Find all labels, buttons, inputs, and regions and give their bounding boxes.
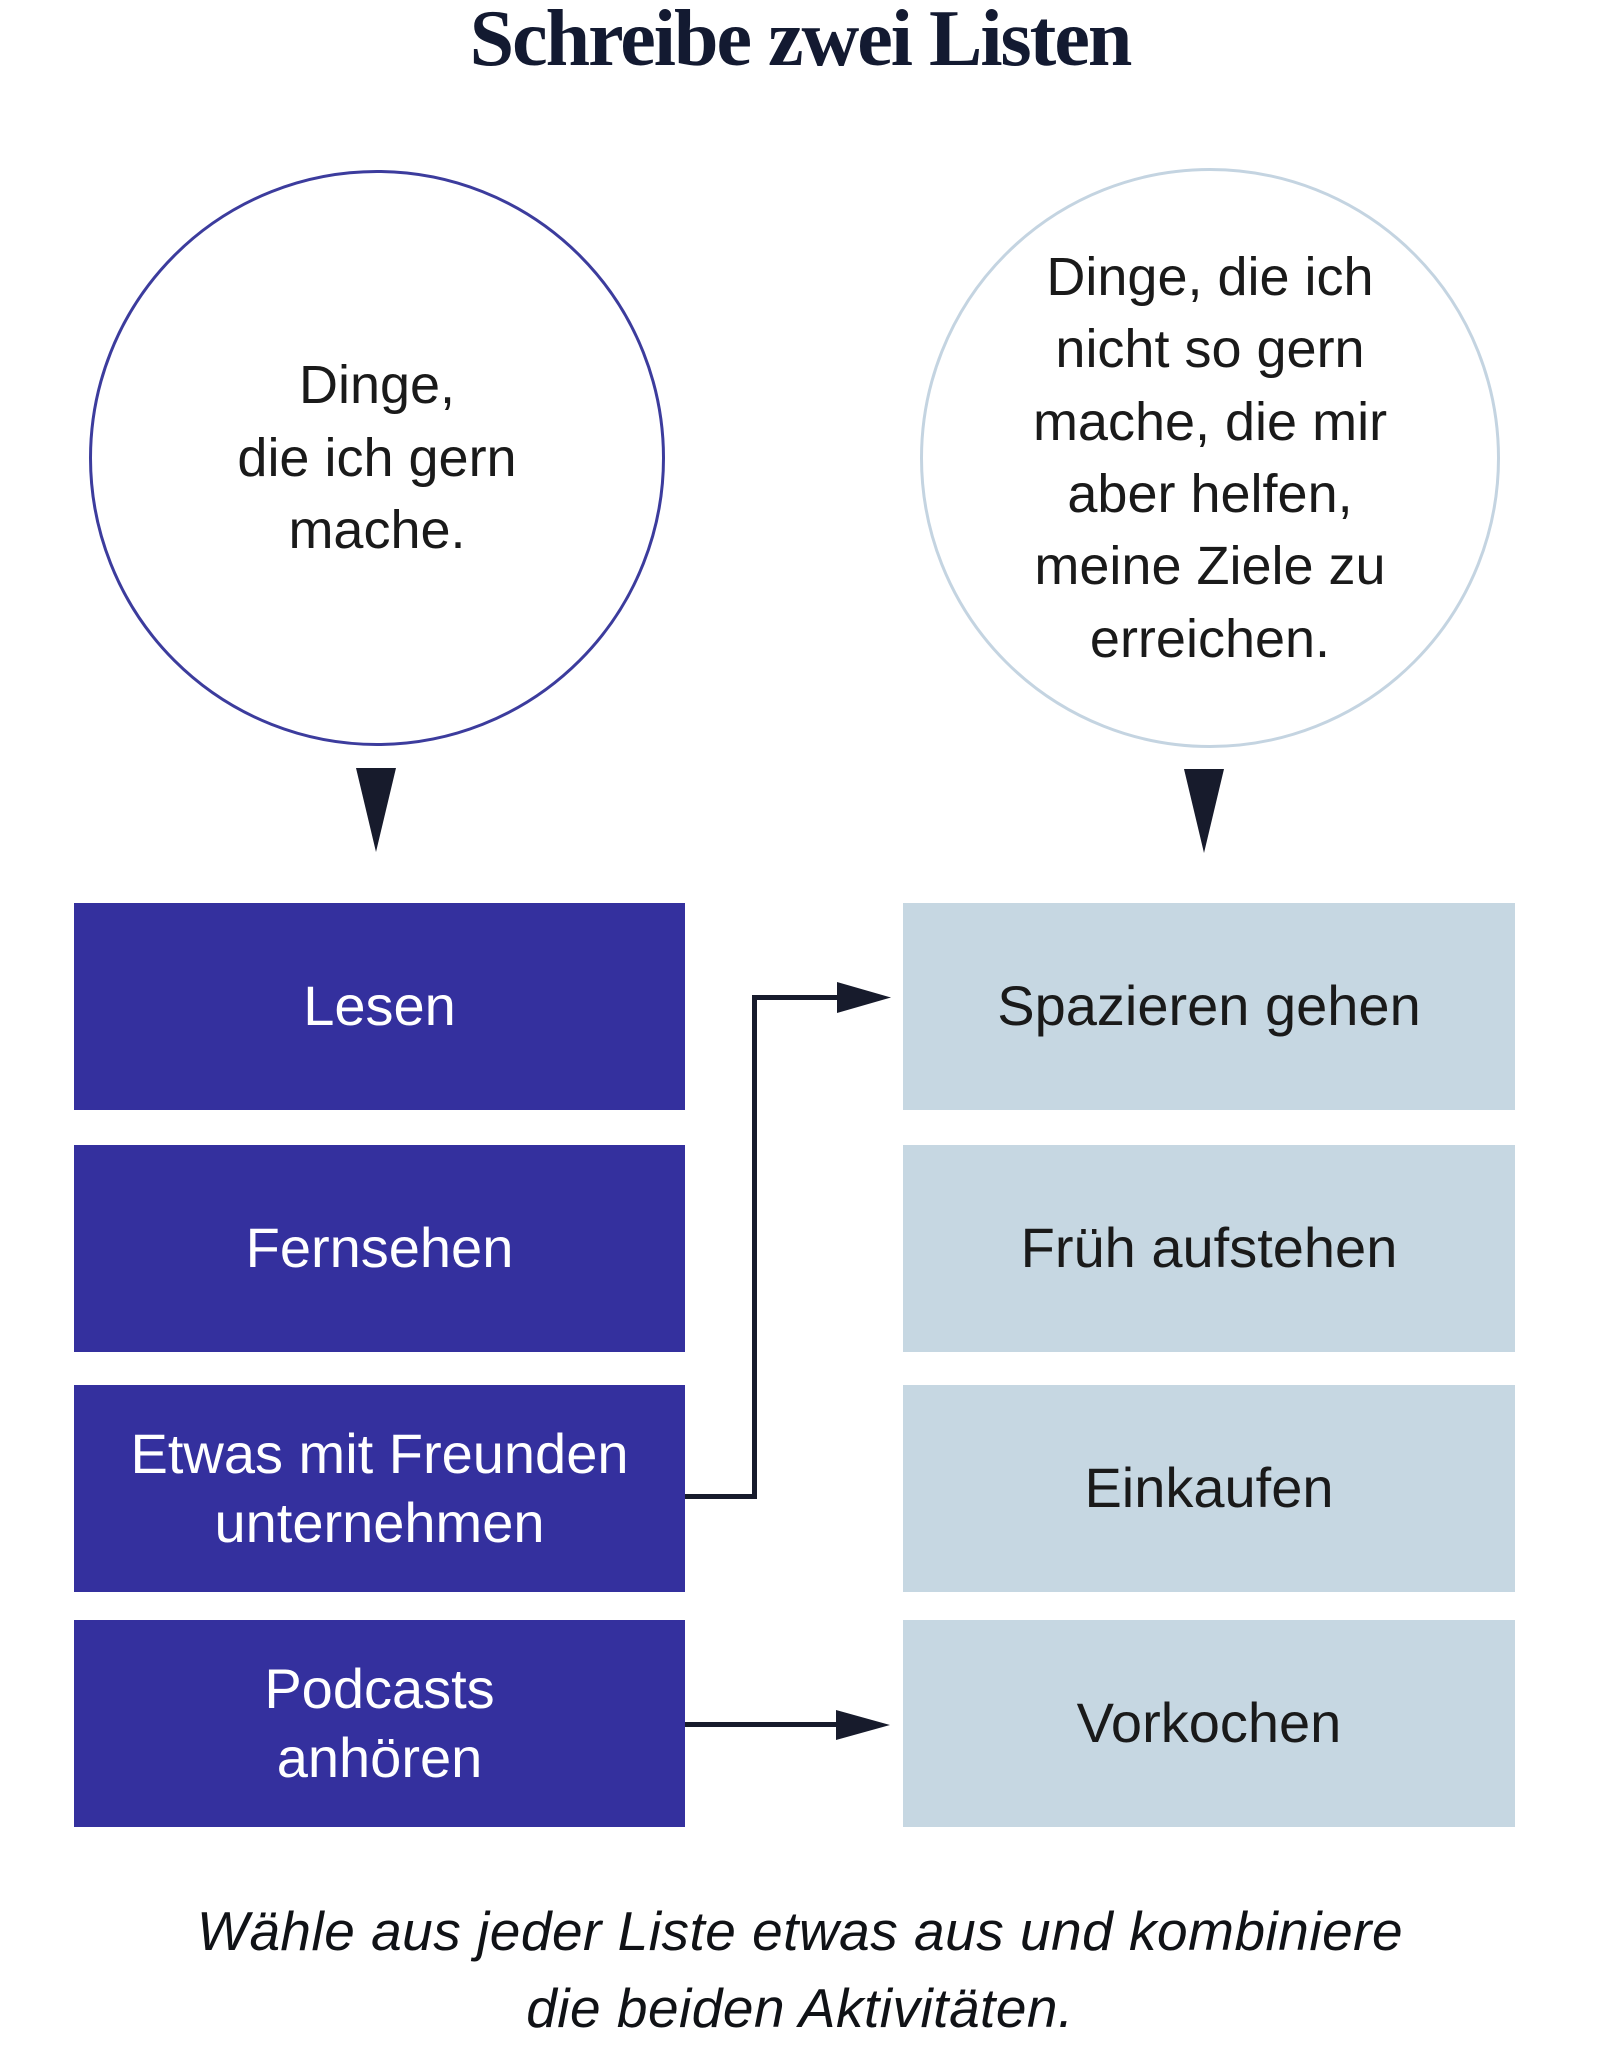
likes-item-label: Fernsehen (245, 1216, 514, 1280)
helpful-item-spazieren: Spazieren gehen (903, 903, 1515, 1110)
down-arrow-left-icon (356, 768, 396, 852)
helpful-item-vorkochen: Vorkochen (903, 1620, 1515, 1827)
helpful-item-label: Früh aufstehen (1020, 1216, 1398, 1280)
helpful-item-aufstehen: Früh aufstehen (903, 1145, 1515, 1352)
likes-item-fernsehen: Fernsehen (74, 1145, 685, 1352)
bubble-helpful-text: Dinge, die ich nicht so gern mache, die … (1032, 246, 1388, 669)
helpful-item-label: Spazieren gehen (997, 974, 1421, 1038)
connector-freunde-spazieren-segment-vertical (752, 995, 757, 1499)
down-arrow-right-icon (1184, 769, 1224, 853)
helpful-item-label: Vorkochen (1076, 1691, 1342, 1755)
caption-text: Wähle aus jeder Liste etwas aus und komb… (196, 1900, 1404, 2039)
bubble-likes-text: Dinge, die ich gern mache. (237, 355, 517, 561)
helpful-item-label: Einkaufen (1084, 1456, 1334, 1520)
bubble-helpful: Dinge, die ich nicht so gern mache, die … (920, 168, 1500, 748)
likes-item-label: Podcasts anhören (264, 1657, 495, 1789)
bubble-likes: Dinge, die ich gern mache. (89, 170, 665, 746)
connector-freunde-spazieren-arrowhead-icon (837, 982, 891, 1013)
likes-item-lesen: Lesen (74, 903, 685, 1110)
likes-item-label: Etwas mit Freunden unternehmen (130, 1422, 629, 1554)
connector-freunde-spazieren-segment-bottom (685, 1494, 755, 1499)
connector-podcasts-vorkochen-segment (685, 1722, 838, 1727)
connector-podcasts-vorkochen-arrowhead-icon (836, 1710, 890, 1740)
connector-freunde-spazieren-segment-top (752, 995, 840, 1000)
page-title: Schreibe zwei Listen (469, 0, 1133, 83)
likes-item-podcasts: Podcasts anhören (74, 1620, 685, 1827)
likes-item-label: Lesen (303, 974, 456, 1038)
likes-item-freunde: Etwas mit Freunden unternehmen (74, 1385, 685, 1592)
helpful-item-einkaufen: Einkaufen (903, 1385, 1515, 1592)
